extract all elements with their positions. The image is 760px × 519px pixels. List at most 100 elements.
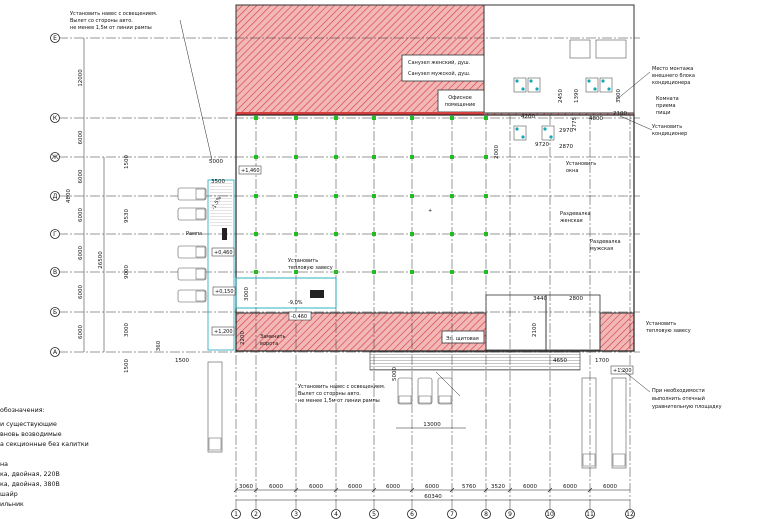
axis-row-label: Б — [53, 309, 57, 316]
dim-3440: 3440 — [533, 296, 547, 302]
dim-left: 6000 — [78, 130, 84, 144]
dim-3900: 3900 — [616, 89, 622, 103]
truck-top-view — [437, 377, 453, 405]
truck-top-view — [417, 377, 433, 405]
dim-2450: 2450 — [558, 89, 564, 103]
long-truck — [581, 377, 597, 469]
note-install-windows: окна — [566, 168, 578, 174]
level-mark: +1,200 — [214, 329, 233, 335]
column-marker — [334, 194, 338, 198]
truck-cab — [195, 208, 206, 220]
dim-bottom: 6000 — [269, 484, 283, 490]
axis-row-label: Д — [53, 193, 58, 200]
dim-9530: 9530 — [124, 209, 130, 223]
dim-3500: 3500 — [211, 179, 225, 185]
dim-bottom: 6000 — [386, 484, 400, 490]
note-locker-male: мужская — [590, 246, 613, 252]
dim-bottom: 6000 — [523, 484, 537, 490]
column-marker — [450, 116, 454, 120]
dim-2100: 2100 — [613, 111, 627, 117]
chair — [593, 87, 597, 91]
long-truck — [611, 377, 627, 469]
column-marker — [294, 155, 298, 159]
axis-bubble-row — [50, 113, 60, 123]
column-marker — [410, 116, 414, 120]
column-marker — [372, 270, 376, 274]
column-marker — [372, 232, 376, 236]
dim-total-bottom: 60340 — [424, 494, 442, 500]
axis-col-label: 10 — [546, 511, 554, 518]
dim-left: 6000 — [78, 246, 84, 260]
truck-cab — [195, 268, 206, 280]
level-mark-box — [238, 165, 262, 175]
dim-left: 6000 — [78, 208, 84, 222]
note-canopy-bottom: не менее 1,5м от линии рампы — [298, 398, 380, 404]
note-canopy-top: Установить навес с освещением. — [70, 11, 158, 17]
note-platform: уравнительную площадку — [652, 404, 722, 410]
restroom-block — [401, 54, 485, 82]
chair — [535, 87, 539, 91]
dim-tick — [333, 487, 339, 493]
dim-360: 360 — [156, 340, 162, 351]
column-marker — [254, 232, 258, 236]
dim-9720: 9720 — [535, 142, 549, 148]
chair — [587, 79, 591, 83]
axis-col-label: 12 — [626, 511, 634, 518]
dim-2800: 2800 — [569, 296, 583, 302]
note-canopy-bottom: Установить навес с освещением. — [298, 384, 386, 390]
dim-tick — [547, 487, 553, 493]
leader-line — [435, 371, 461, 397]
truck-cab — [418, 395, 432, 404]
note-canopy-top: не менее 1,5м от линии рампы — [70, 25, 152, 31]
axis-row-label: А — [53, 349, 58, 356]
truck-cab — [438, 395, 452, 404]
locker-rooms — [485, 294, 547, 351]
level-mark-box — [211, 247, 235, 257]
axis-row-label: Ж — [52, 154, 59, 161]
office-block — [483, 4, 635, 114]
dim-left-outer: 26500 — [98, 251, 104, 269]
column-marker — [450, 155, 454, 159]
loading-dock — [235, 277, 337, 309]
column-marker — [372, 116, 376, 120]
note-el-board: Эл. щитовая — [446, 336, 479, 342]
dim-3000: 3000 — [124, 323, 130, 337]
note-heat-curtain-2: тепловую завесу — [646, 328, 691, 334]
axis-bubble-row — [50, 152, 60, 162]
axis-col-label: 11 — [586, 511, 594, 518]
note-locker-male: Раздевалка — [590, 239, 621, 245]
dim-2200: 2200 — [240, 331, 246, 345]
dim-bottom: 6000 — [563, 484, 577, 490]
dim-bottom: 3060 — [239, 484, 253, 490]
axis-row-label: В — [53, 269, 57, 276]
note-gate: Заменить — [260, 334, 286, 340]
leader-line — [619, 115, 653, 131]
dim-left: 6000 — [78, 169, 84, 183]
legend-line: вновь возводимые — [0, 431, 62, 438]
note-locker-female: женская — [560, 218, 583, 224]
long-truck-cab — [208, 437, 222, 451]
level-mark: +1,460 — [241, 168, 260, 174]
trucks-left — [177, 187, 324, 303]
dim-3000b: 3000 — [244, 287, 250, 301]
level-mark-box — [288, 311, 312, 321]
axis-bubble-row — [50, 33, 60, 43]
level-mark-box — [212, 286, 236, 296]
dim-5000: 5000 — [209, 159, 223, 165]
level-mark-box — [610, 365, 634, 375]
note-install-ac: Установить — [652, 124, 682, 130]
column-marker — [410, 155, 414, 159]
ramp-lift — [222, 228, 227, 240]
column-marker — [254, 194, 258, 198]
note-heat-curtain-1: Установить — [288, 258, 318, 264]
note-ac-unit: Место монтажа — [652, 66, 693, 72]
trucks-bottom — [397, 377, 453, 405]
note-canopy-bottom: Вылет со стороны авто. — [298, 391, 361, 397]
dim-2970: 2970 — [559, 128, 573, 134]
column-marker — [450, 232, 454, 236]
truck-top-view — [177, 289, 207, 303]
dock-equipment — [310, 290, 324, 298]
